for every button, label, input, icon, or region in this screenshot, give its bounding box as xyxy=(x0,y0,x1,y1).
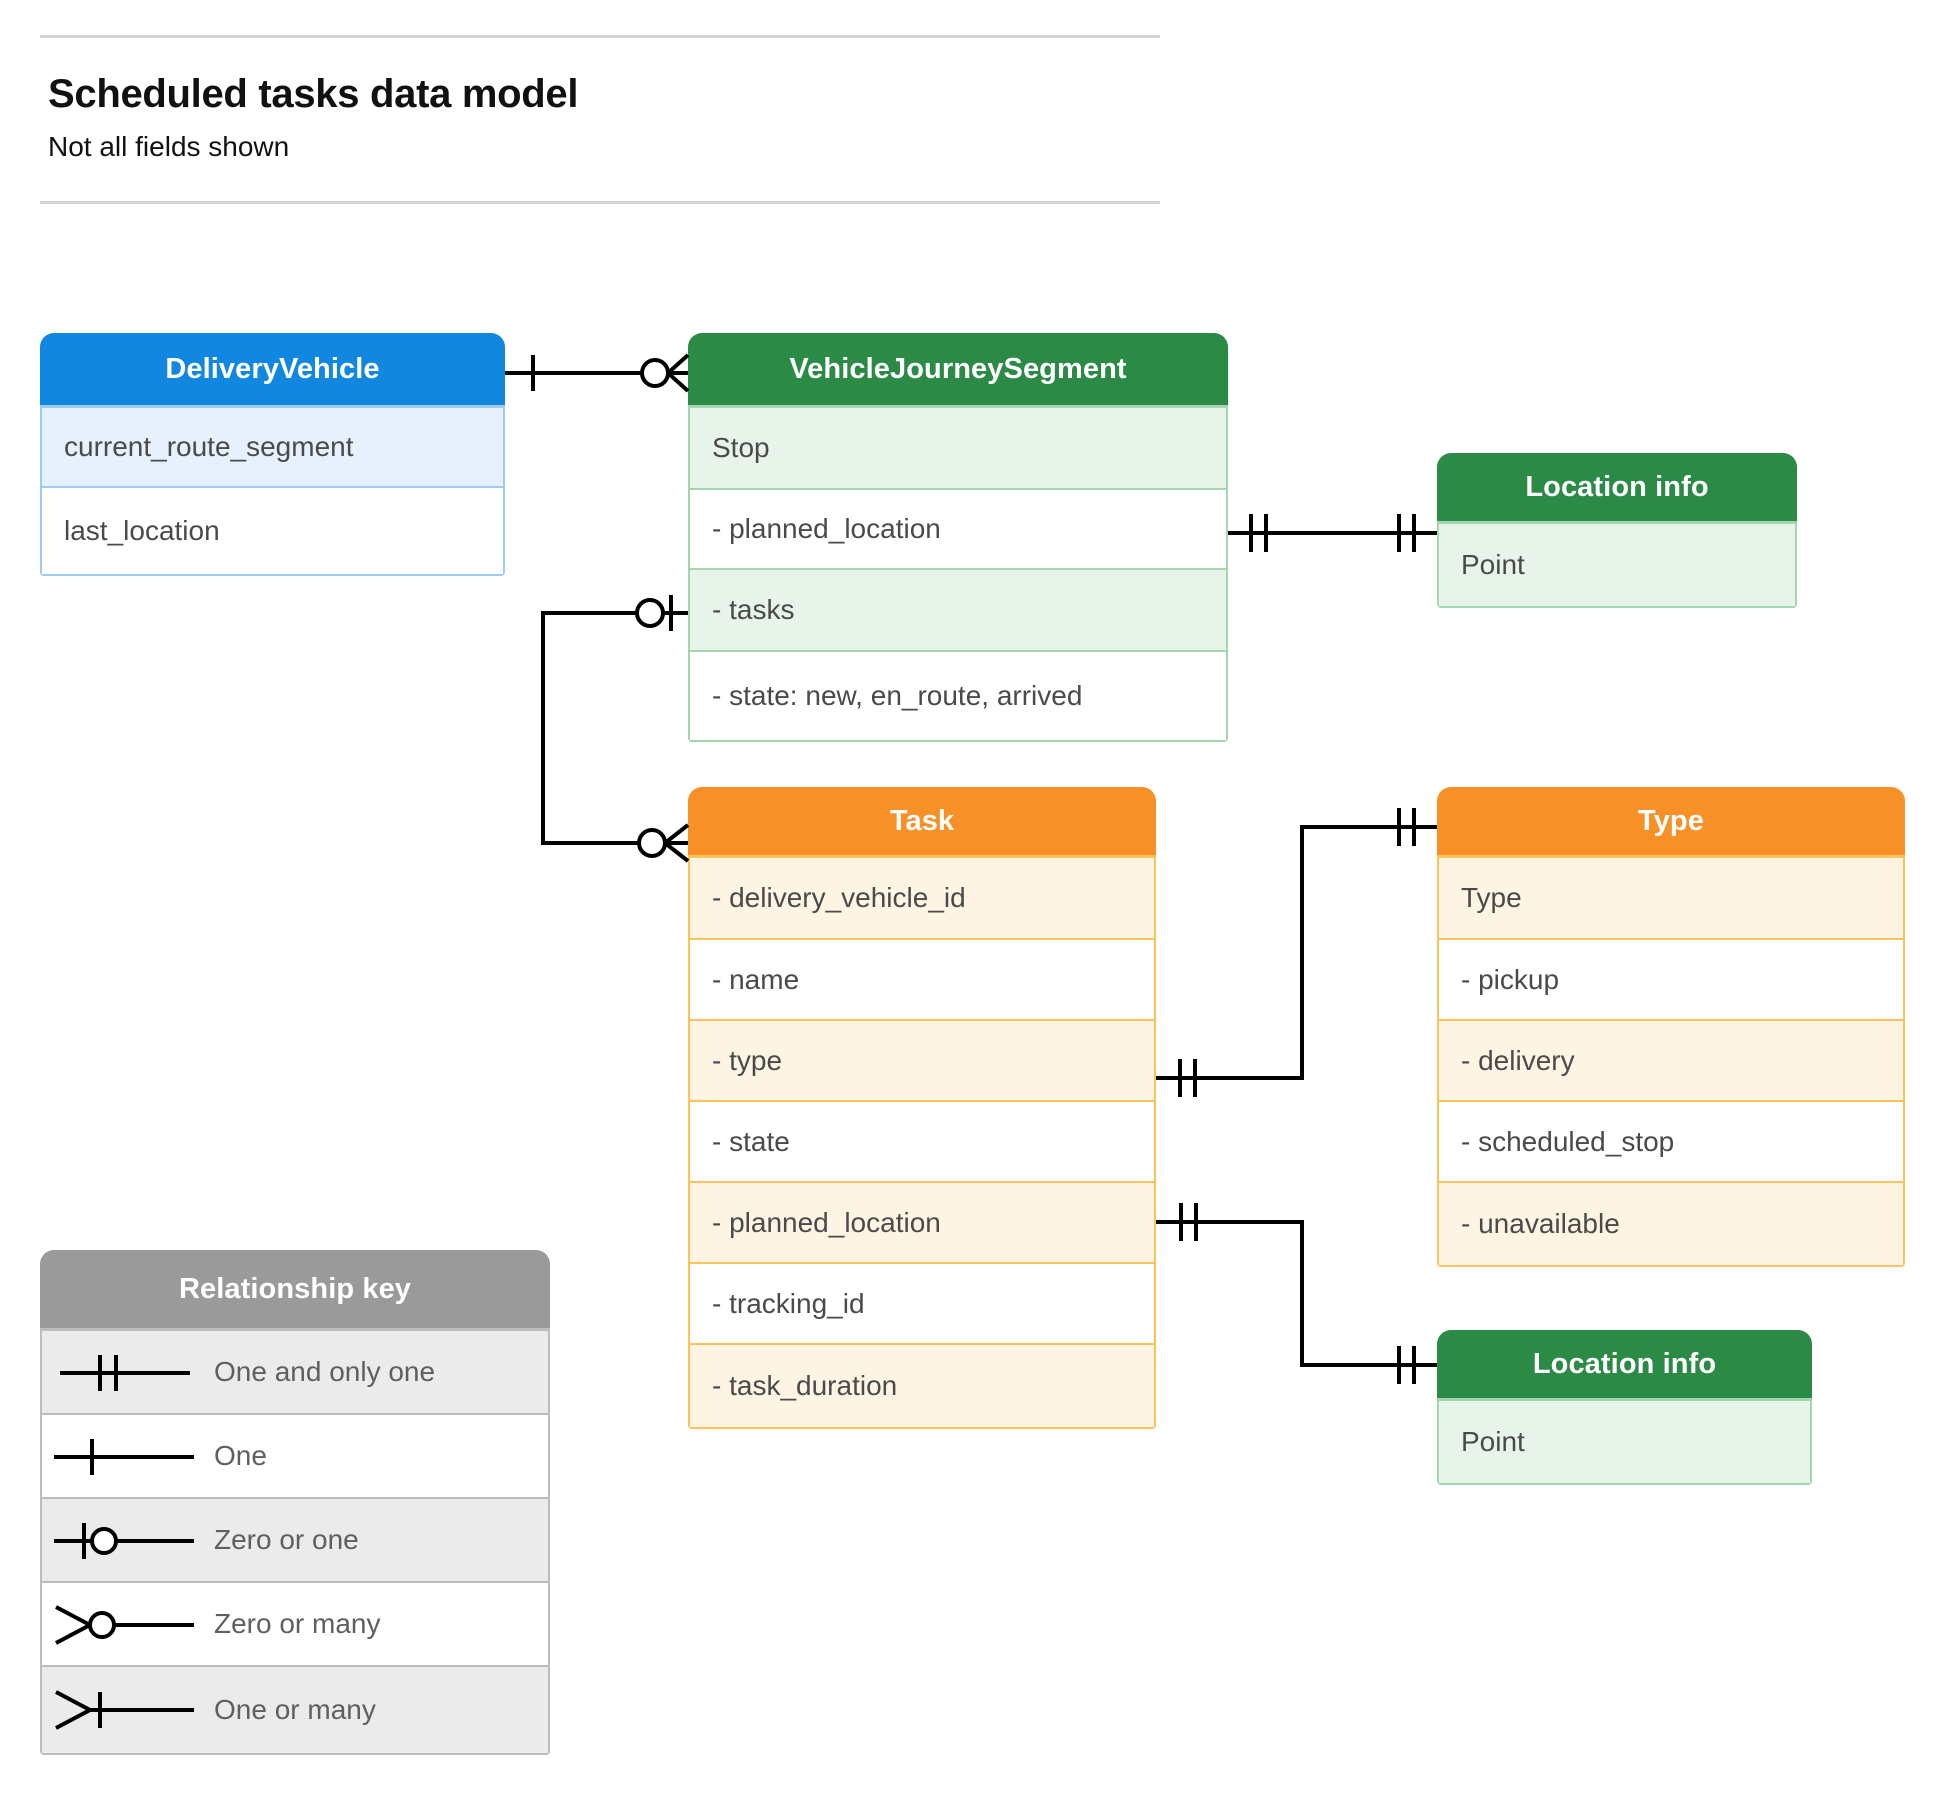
entity-rows-task: - delivery_vehicle_id - name - type - st… xyxy=(688,855,1156,1429)
legend-label: One or many xyxy=(214,1694,376,1725)
legend-item-one-and-only-one: One and only one xyxy=(42,1331,548,1415)
legend-label: One xyxy=(214,1440,267,1471)
title-divider-top xyxy=(40,35,1160,38)
field-row[interactable]: - pickup xyxy=(1439,940,1903,1021)
connector-vjs-tasks-task xyxy=(541,595,690,863)
field-row[interactable]: - planned_location xyxy=(690,490,1226,570)
entity-location-info-bottom[interactable]: Location info Point xyxy=(1437,1330,1812,1485)
page-title: Scheduled tasks data model xyxy=(48,72,579,116)
entity-vehicle-journey-segment[interactable]: VehicleJourneySegment Stop - planned_loc… xyxy=(688,333,1228,742)
field-row[interactable]: Stop xyxy=(690,408,1226,490)
entity-rows-vehicle-journey-segment: Stop - planned_location - tasks - state:… xyxy=(688,405,1228,742)
legend-label: Zero or one xyxy=(214,1524,359,1555)
entity-rows-location-info-top: Point xyxy=(1437,521,1797,608)
legend-label: One and only one xyxy=(214,1356,436,1387)
one-icon xyxy=(42,1415,202,1497)
field-row[interactable]: - delivery_vehicle_id xyxy=(690,858,1154,940)
entity-title-task: Task xyxy=(688,787,1156,855)
entity-title-delivery-vehicle: DeliveryVehicle xyxy=(40,333,505,405)
field-row[interactable]: last_location xyxy=(42,488,503,574)
title-divider-bottom xyxy=(40,201,1160,204)
relationship-key-legend: Relationship key One and only one xyxy=(40,1250,550,1755)
field-row[interactable]: - tracking_id xyxy=(690,1264,1154,1345)
entity-rows-type: Type - pickup - delivery - scheduled_sto… xyxy=(1437,855,1905,1267)
field-row[interactable]: Type xyxy=(1439,858,1903,940)
field-row[interactable]: Point xyxy=(1439,524,1795,606)
connector-deliveryvehicle-vehiclejourneysegment xyxy=(505,353,690,393)
field-row[interactable]: - name xyxy=(690,940,1154,1021)
legend-title: Relationship key xyxy=(40,1250,550,1328)
legend-label: Zero or many xyxy=(214,1608,381,1639)
field-row[interactable]: - type xyxy=(690,1021,1154,1102)
one-or-many-icon xyxy=(42,1667,202,1753)
connector-task-type-type xyxy=(1156,808,1437,1097)
zero-or-one-icon xyxy=(42,1499,202,1581)
entity-type[interactable]: Type Type - pickup - delivery - schedule… xyxy=(1437,787,1905,1267)
field-row[interactable]: - unavailable xyxy=(1439,1183,1903,1265)
legend-item-zero-or-one: Zero or one xyxy=(42,1499,548,1583)
field-row[interactable]: - task_duration xyxy=(690,1345,1154,1427)
entity-title-location-info-bottom: Location info xyxy=(1437,1330,1812,1398)
entity-rows-location-info-bottom: Point xyxy=(1437,1398,1812,1485)
field-row[interactable]: - tasks xyxy=(690,570,1226,652)
entity-rows-delivery-vehicle: current_route_segment last_location xyxy=(40,405,505,576)
entity-task[interactable]: Task - delivery_vehicle_id - name - type… xyxy=(688,787,1156,1429)
legend-item-zero-or-many: Zero or many xyxy=(42,1583,548,1667)
field-row[interactable]: - delivery xyxy=(1439,1021,1903,1102)
entity-delivery-vehicle[interactable]: DeliveryVehicle current_route_segment la… xyxy=(40,333,505,576)
entity-title-location-info-top: Location info xyxy=(1437,453,1797,521)
legend-rows: One and only one One xyxy=(40,1328,550,1755)
legend-item-one-or-many: One or many xyxy=(42,1667,548,1753)
field-row[interactable]: - state xyxy=(690,1102,1154,1183)
field-row[interactable]: - planned_location xyxy=(690,1183,1154,1264)
connector-vjs-plannedlocation-locationinfo xyxy=(1228,514,1437,552)
connector-task-plannedlocation-locationinfo xyxy=(1156,1203,1437,1384)
entity-location-info-top[interactable]: Location info Point xyxy=(1437,453,1797,608)
entity-title-type: Type xyxy=(1437,787,1905,855)
one-and-only-one-icon xyxy=(42,1331,202,1413)
legend-item-one: One xyxy=(42,1415,548,1499)
field-row[interactable]: - scheduled_stop xyxy=(1439,1102,1903,1183)
zero-or-many-icon xyxy=(42,1583,202,1665)
field-row[interactable]: current_route_segment xyxy=(42,408,503,488)
field-row[interactable]: Point xyxy=(1439,1401,1810,1483)
field-row[interactable]: - state: new, en_route, arrived xyxy=(690,652,1226,740)
entity-title-vehicle-journey-segment: VehicleJourneySegment xyxy=(688,333,1228,405)
page-subtitle: Not all fields shown xyxy=(48,131,290,162)
